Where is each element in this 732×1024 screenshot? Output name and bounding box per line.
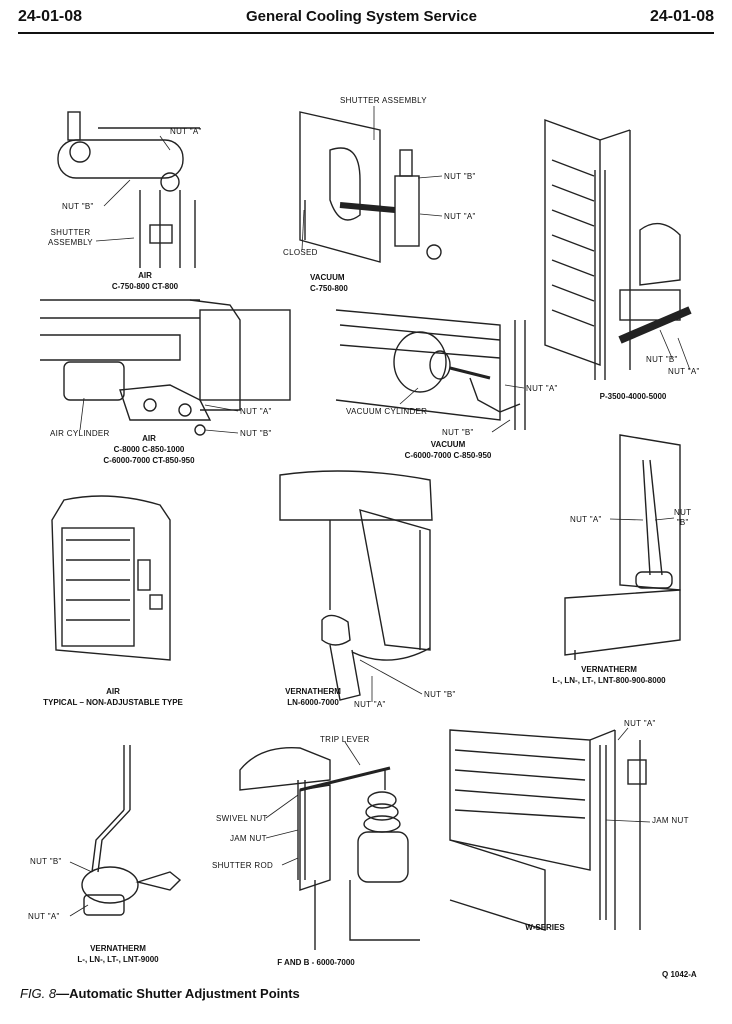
p4-nut-a-label: NUT "A" — [240, 407, 272, 416]
p7-caption-1: AIR — [106, 687, 120, 696]
p8-caption: VERNATHERM LN-6000-7000 — [268, 686, 358, 708]
p10-shutter-rod-label: SHUTTER ROD — [212, 861, 274, 870]
p9-caption: VERNATHERM L-, LN-, LT-, LNT-9000 — [56, 943, 180, 965]
p1-caption-2: C-750-800 CT-800 — [111, 282, 179, 291]
p7-caption-2: TYPICAL – NON-ADJUSTABLE TYPE — [43, 698, 183, 707]
p11-jam-nut-label: JAM NUT — [652, 816, 689, 825]
p4-caption-1: AIR — [142, 434, 156, 443]
p11-caption-1: W-SERIES — [525, 923, 565, 932]
panel-4-drawing — [40, 299, 291, 436]
p9-caption-1: VERNATHERM — [90, 944, 146, 953]
p9-nut-a-label: NUT "A" — [28, 912, 60, 921]
p1-caption: AIR C-750-800 CT-800 — [100, 270, 190, 292]
p4-caption: AIR C-8000 C-850-1000 C-6000-7000 CT-850… — [84, 433, 214, 466]
p6-caption-1: VERNATHERM — [581, 665, 637, 674]
p8-nut-b-label: NUT "B" — [424, 690, 456, 699]
panel-6-drawing — [564, 434, 681, 660]
figure-caption: FIG. 8—Automatic Shutter Adjustment Poin… — [20, 986, 300, 1001]
p2-nut-a-label: NUT "A" — [444, 212, 476, 221]
p1-nut-b-label: NUT "B" — [62, 202, 94, 211]
p11-caption: W-SERIES — [510, 922, 580, 933]
p6-caption-2: L-, LN-, LT-, LNT-800-900-8000 — [552, 676, 666, 685]
p2-closed-label: CLOSED — [283, 248, 318, 257]
p2-shutter-label: SHUTTER ASSEMBLY — [340, 96, 427, 105]
p2-caption: VACUUM C-750-800 — [310, 272, 380, 294]
p3-caption: P-3500-4000-5000 — [588, 391, 678, 402]
panel-1-drawing — [57, 111, 200, 268]
p8-nut-a-label: NUT "A" — [354, 700, 386, 709]
leader-lines — [69, 106, 691, 917]
p7-caption: AIR TYPICAL – NON-ADJUSTABLE TYPE — [30, 686, 196, 708]
p5-nut-a-label: NUT "A" — [526, 384, 558, 393]
p3-nut-b-label: NUT "B" — [646, 355, 678, 364]
p2-caption-1: VACUUM — [310, 273, 345, 282]
p4-caption-2: C-8000 C-850-1000 — [113, 445, 185, 454]
panel-8-drawing — [279, 470, 433, 701]
p8-caption-2: LN-6000-7000 — [287, 698, 339, 707]
panel-5-drawing — [335, 309, 526, 430]
p3-caption-1: P-3500-4000-5000 — [599, 392, 667, 401]
p1-nut-a-label: NUT "A" — [170, 127, 202, 136]
p5-caption-1: VACUUM — [430, 440, 466, 449]
p1-caption-1: AIR — [138, 271, 152, 280]
p8-caption-1: VERNATHERM — [285, 687, 341, 696]
panel-10-drawing — [239, 746, 420, 950]
p6-nut-a-label: NUT "A" — [570, 515, 602, 524]
page-title: General Cooling System Service — [246, 8, 477, 25]
p5-nut-b-label: NUT "B" — [442, 428, 474, 437]
p1-shutter-label: SHUTTER ASSEMBLY — [48, 228, 93, 247]
p2-caption-2: C-750-800 — [310, 284, 348, 293]
p5-vacuum-cylinder-label: VACUUM CYLINDER — [346, 407, 428, 416]
p2-nut-b-label: NUT "B" — [444, 172, 476, 181]
panel-9-drawing — [81, 745, 182, 916]
figure-code: Q 1042-A — [662, 970, 697, 979]
p10-trip-lever-label: TRIP LEVER — [320, 735, 370, 744]
p4-nut-b-label: NUT "B" — [240, 429, 272, 438]
panel-3-drawing — [544, 119, 692, 380]
figure-number: FIG. 8 — [20, 986, 57, 1001]
panel-2-drawing — [299, 111, 442, 263]
p11-nut-a-label: NUT "A" — [624, 719, 656, 728]
p5-caption: VACUUM C-6000-7000 C-850-950 — [388, 439, 508, 461]
p6-caption: VERNATHERM L-, LN-, LT-, LNT-800-900-800… — [534, 664, 684, 686]
p10-caption-1: F AND B - 6000-7000 — [277, 958, 355, 967]
p6-nut-b-label: NUT "B" — [674, 508, 692, 527]
page-number-right: 24-01-08 — [649, 8, 714, 25]
p5-caption-2: C-6000-7000 C-850-950 — [404, 451, 492, 460]
panel-7-drawing — [51, 495, 171, 661]
header-rule — [18, 32, 714, 34]
p4-air-cylinder-label: AIR CYLINDER — [50, 429, 110, 438]
page-number-left: 24-01-08 — [18, 8, 83, 25]
p4-caption-3: C-6000-7000 CT-850-950 — [103, 456, 195, 465]
p10-caption: F AND B - 6000-7000 — [256, 957, 376, 968]
p9-caption-2: L-, LN-, LT-, LNT-9000 — [77, 955, 159, 964]
figure-title: —Automatic Shutter Adjustment Points — [56, 986, 300, 1001]
panel-11-drawing — [449, 729, 647, 931]
p3-nut-a-label: NUT "A" — [668, 367, 700, 376]
p10-jam-nut-label: JAM NUT — [230, 834, 267, 843]
p10-swivel-nut-label: SWIVEL NUT — [216, 814, 268, 823]
p9-nut-b-label: NUT "B" — [30, 857, 62, 866]
